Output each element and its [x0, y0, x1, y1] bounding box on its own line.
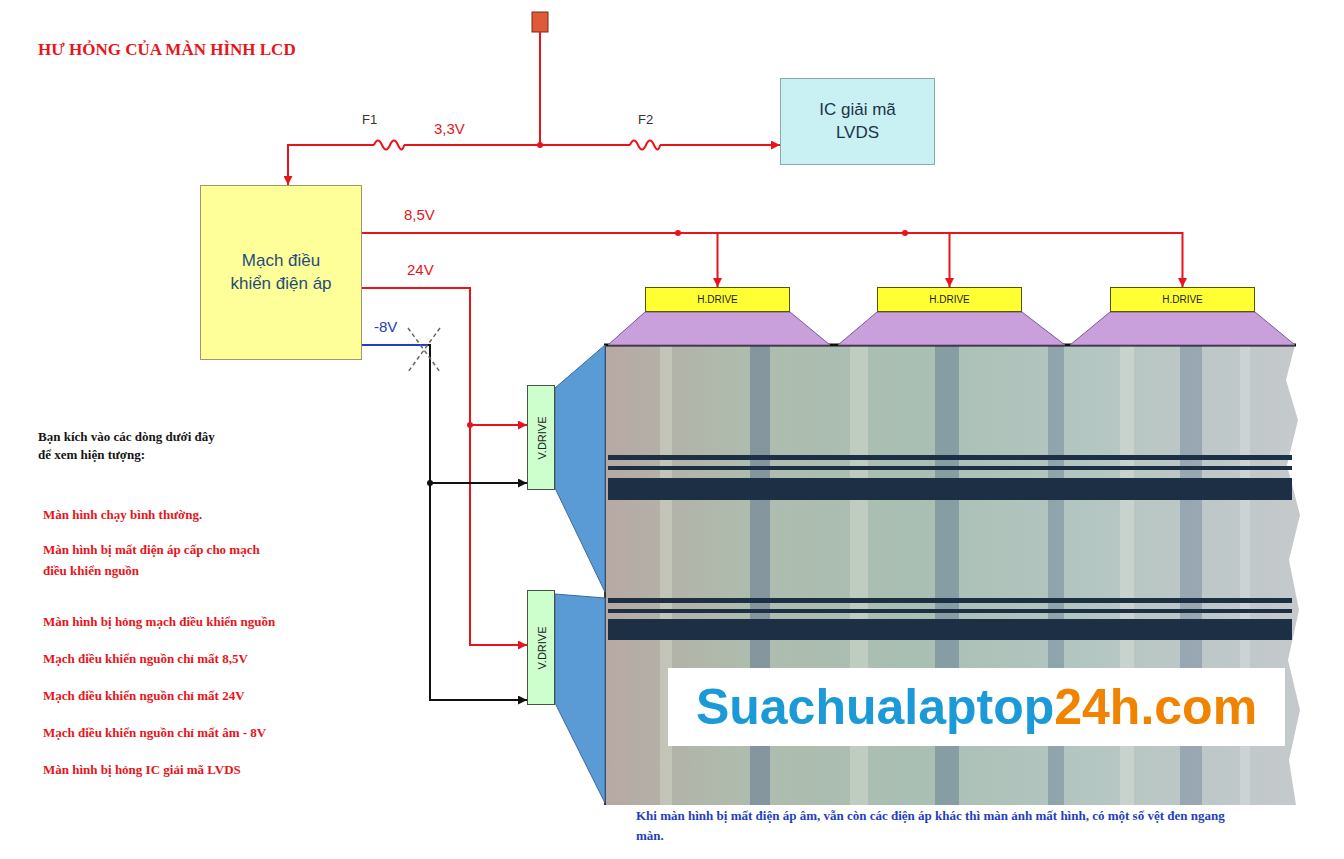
box-text: H.DRIVE — [1162, 294, 1203, 305]
diagram-title: HƯ HỎNG CỦA MÀN HÌNH LCD — [38, 40, 296, 60]
watermark: 24h.com — [1054, 680, 1257, 735]
power-wire — [362, 233, 1183, 287]
dark-stripes — [608, 455, 1292, 640]
power-wire — [362, 288, 527, 425]
power-source — [532, 12, 548, 32]
fuse-symbol — [374, 137, 404, 153]
watermark: Suachualaptop — [696, 680, 1054, 735]
negative-rail — [362, 344, 428, 346]
feed-wire — [539, 32, 541, 145]
box-text: H.DRIVE — [929, 294, 970, 305]
watermark-ground — [668, 668, 1285, 746]
voltage-label: 3,3V — [432, 120, 467, 137]
box-text: IC giải mã LVDS — [803, 99, 913, 145]
power-wire — [362, 345, 527, 700]
v-drive-board: V.DRIVE — [527, 385, 555, 490]
lvds-decoder-box: IC giải mã LVDS — [780, 78, 935, 165]
h-drive-board: H.DRIVE — [877, 287, 1022, 312]
fault-option: Màn hình chạy bình thường. — [43, 505, 363, 526]
voltage-control-box: Mạch điều khiển điện áp — [200, 185, 362, 360]
box-text: H.DRIVE — [697, 294, 738, 305]
fault-option: Màn hình bị mất điện áp cấp cho mạch điề… — [43, 540, 265, 582]
power-wire — [288, 145, 780, 185]
caption: Khi màn hình bị mất điện áp âm, vẫn còn … — [636, 806, 1236, 846]
power-wire — [362, 345, 527, 483]
source-flex — [608, 312, 1295, 345]
fuse-label: F1 — [362, 112, 377, 127]
fault-option: Màn hình bị hỏng IC giải mã LVDS — [43, 760, 363, 781]
power-wire — [362, 288, 527, 645]
gate-flex — [555, 345, 605, 803]
v-drive-board: V.DRIVE — [527, 590, 555, 705]
junction-dots — [427, 142, 908, 486]
box-text: V.DRIVE — [535, 416, 547, 459]
voltage-label: 8,5V — [402, 206, 437, 223]
power-wire — [362, 233, 950, 287]
fuse-symbol — [630, 137, 660, 153]
fault-option: Mạch điều khiển nguồn chỉ mất 8,5V — [43, 649, 363, 670]
box-text: Mạch điều khiển điện áp — [226, 250, 336, 296]
box-text: V.DRIVE — [535, 626, 547, 669]
instruction-note: Bạn kích vào các dòng dưới đây để xem hi… — [38, 428, 228, 463]
h-drive-board: H.DRIVE — [1110, 287, 1255, 312]
fuse-label: F2 — [638, 112, 653, 127]
fault-cross — [408, 328, 440, 372]
h-drive-board: H.DRIVE — [645, 287, 790, 312]
voltage-label: -8V — [372, 318, 399, 335]
fault-option: Mạch điều khiển nguồn chỉ mất 24V — [43, 686, 363, 707]
fault-option: Màn hình bị hỏng mạch điều khiển nguồn — [43, 612, 363, 633]
power-wire — [362, 233, 718, 287]
fault-option: Mạch điều khiển nguồn chỉ mất âm - 8V — [43, 723, 363, 744]
voltage-label: 24V — [405, 261, 436, 278]
lcd-panel — [605, 345, 1300, 805]
